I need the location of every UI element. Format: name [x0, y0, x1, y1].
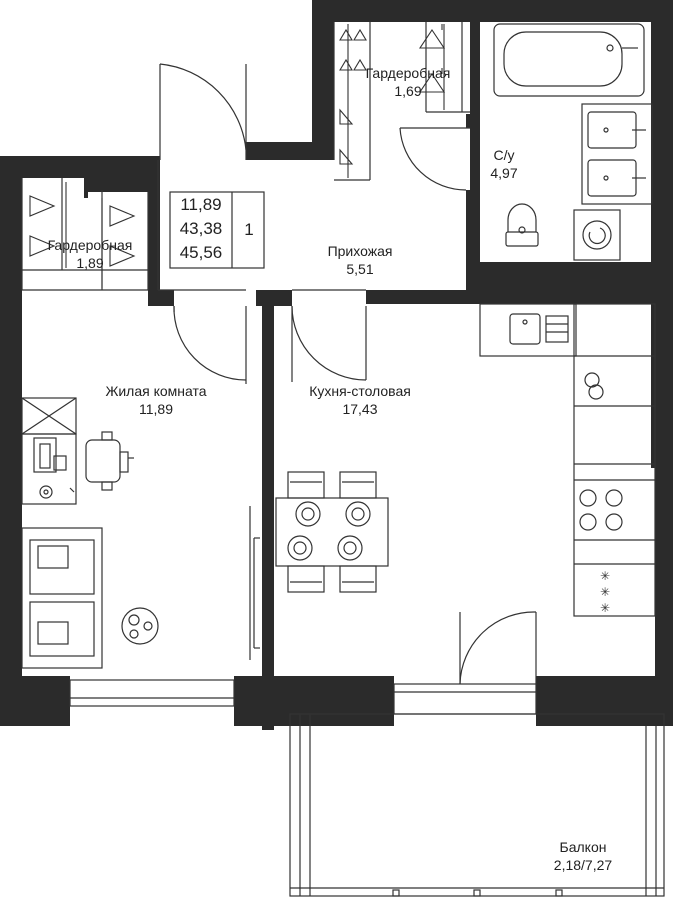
svg-text:✳: ✳ [600, 601, 610, 615]
summary-total-area: 45,56 [179, 243, 223, 262]
summary-box-text: 11,89 43,38 45,56 1 [170, 192, 264, 268]
desk-area [21, 397, 77, 505]
room-area: 2,18/7,27 [553, 857, 613, 873]
room-area: 1,89 [76, 255, 104, 271]
windows [69, 679, 537, 715]
dining-table [275, 471, 389, 593]
summary-box [169, 191, 265, 269]
mirror-wardrobe [249, 506, 260, 660]
doors [159, 63, 537, 690]
room-area: 4,97 [490, 165, 518, 181]
svg-text:✳: ✳ [600, 585, 610, 599]
summary-living-area: 11,89 [180, 195, 222, 214]
room-label-bathroom: С/у 4,97 [474, 146, 534, 182]
room-area: 17,43 [342, 401, 378, 417]
toilet [505, 203, 539, 247]
room-label-wardrobe-top: Гардеробная 1,69 [358, 64, 458, 100]
room-area: 1,69 [394, 83, 422, 99]
room-name: Гардеробная [47, 237, 133, 253]
room-label-balcony: Балкон 2,18/7,27 [538, 838, 628, 874]
balcony-outline [289, 713, 665, 897]
room-area: 5,51 [346, 261, 374, 277]
room-name: Прихожая [327, 243, 393, 259]
side-table [121, 607, 159, 645]
hangers-left-wardrobe [29, 182, 136, 288]
kitchen-counter: ✳ ✳ ✳ [479, 303, 656, 617]
room-label-hallway: Прихожая 5,51 [310, 242, 410, 278]
svg-text:✳: ✳ [600, 569, 610, 583]
room-label-living-room: Жилая комната 11,89 [86, 382, 226, 418]
summary-rooms: 1 [244, 220, 254, 239]
washing-machine [573, 209, 621, 261]
summary-area-no-balcony: 43,38 [179, 219, 223, 238]
bathtub [493, 23, 645, 97]
room-name: С/у [493, 147, 515, 163]
room-name: Жилая комната [105, 383, 207, 399]
room-name: Гардеробная [365, 65, 451, 81]
hangers-top-wardrobe [339, 24, 446, 178]
walls [0, 0, 673, 730]
room-name: Балкон [559, 839, 607, 855]
room-label-wardrobe-left: Гардеробная 1,89 [40, 236, 140, 272]
room-label-kitchen: Кухня-столовая 17,43 [290, 382, 430, 418]
bathroom-sinks [581, 103, 653, 205]
room-area: 11,89 [139, 401, 173, 417]
bed [21, 527, 103, 669]
room-name: Кухня-столовая [309, 383, 411, 399]
office-chair [85, 431, 134, 491]
